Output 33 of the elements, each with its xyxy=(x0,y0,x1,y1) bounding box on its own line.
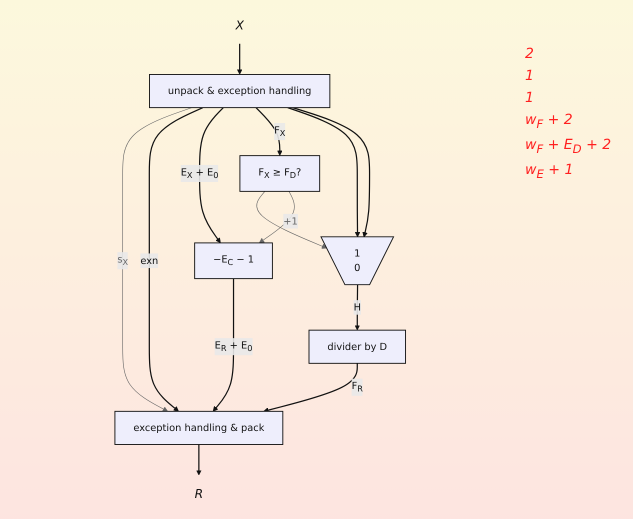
arrow xyxy=(122,107,192,412)
bus-width-label: 2 xyxy=(525,46,535,62)
node-text: X xyxy=(235,18,244,33)
node-text: R xyxy=(194,486,203,502)
node-box: unpack & exception handling xyxy=(148,74,330,108)
arrow xyxy=(292,107,370,238)
arrow xyxy=(255,107,282,156)
bus-width-label: 1 xyxy=(525,68,535,84)
edge-label: F$_{R}$ xyxy=(351,380,363,394)
node-box: exception handling & pack xyxy=(114,410,284,445)
edge-label: +1 xyxy=(283,215,298,227)
arrow xyxy=(198,107,224,244)
arrow xyxy=(258,191,294,244)
arrow xyxy=(196,444,202,476)
edge-label: s$_{X}$ xyxy=(117,253,128,268)
bus-width-label: w$_{F}$ + E$_{D}$ + 2 xyxy=(525,136,612,156)
bus-width-label: 1 xyxy=(525,90,535,106)
node-box: −E$_{C}$ − 1 xyxy=(194,242,273,280)
arrow xyxy=(236,44,242,75)
arrow xyxy=(287,107,360,238)
arrow xyxy=(354,285,360,330)
bus-width-label: w$_{F}$ + 2 xyxy=(525,112,574,131)
edge-label: E$_{R}$ + E$_{0}$ xyxy=(214,339,252,354)
node-box: divider by D xyxy=(308,330,406,364)
bus-width-label: w$_{E}$ + 1 xyxy=(525,162,574,180)
arrow xyxy=(263,363,358,413)
edge-label: H xyxy=(353,301,361,313)
edge-label: F$_{X}$ xyxy=(274,124,286,138)
node-box: F$_{X}$ ≥ F$_{D}$? xyxy=(239,155,320,192)
edge-label: exn xyxy=(140,254,158,266)
arrow xyxy=(148,107,203,412)
arrow xyxy=(256,191,327,249)
edge-label: E$_{X}$ + E$_{0}$ xyxy=(180,166,218,180)
